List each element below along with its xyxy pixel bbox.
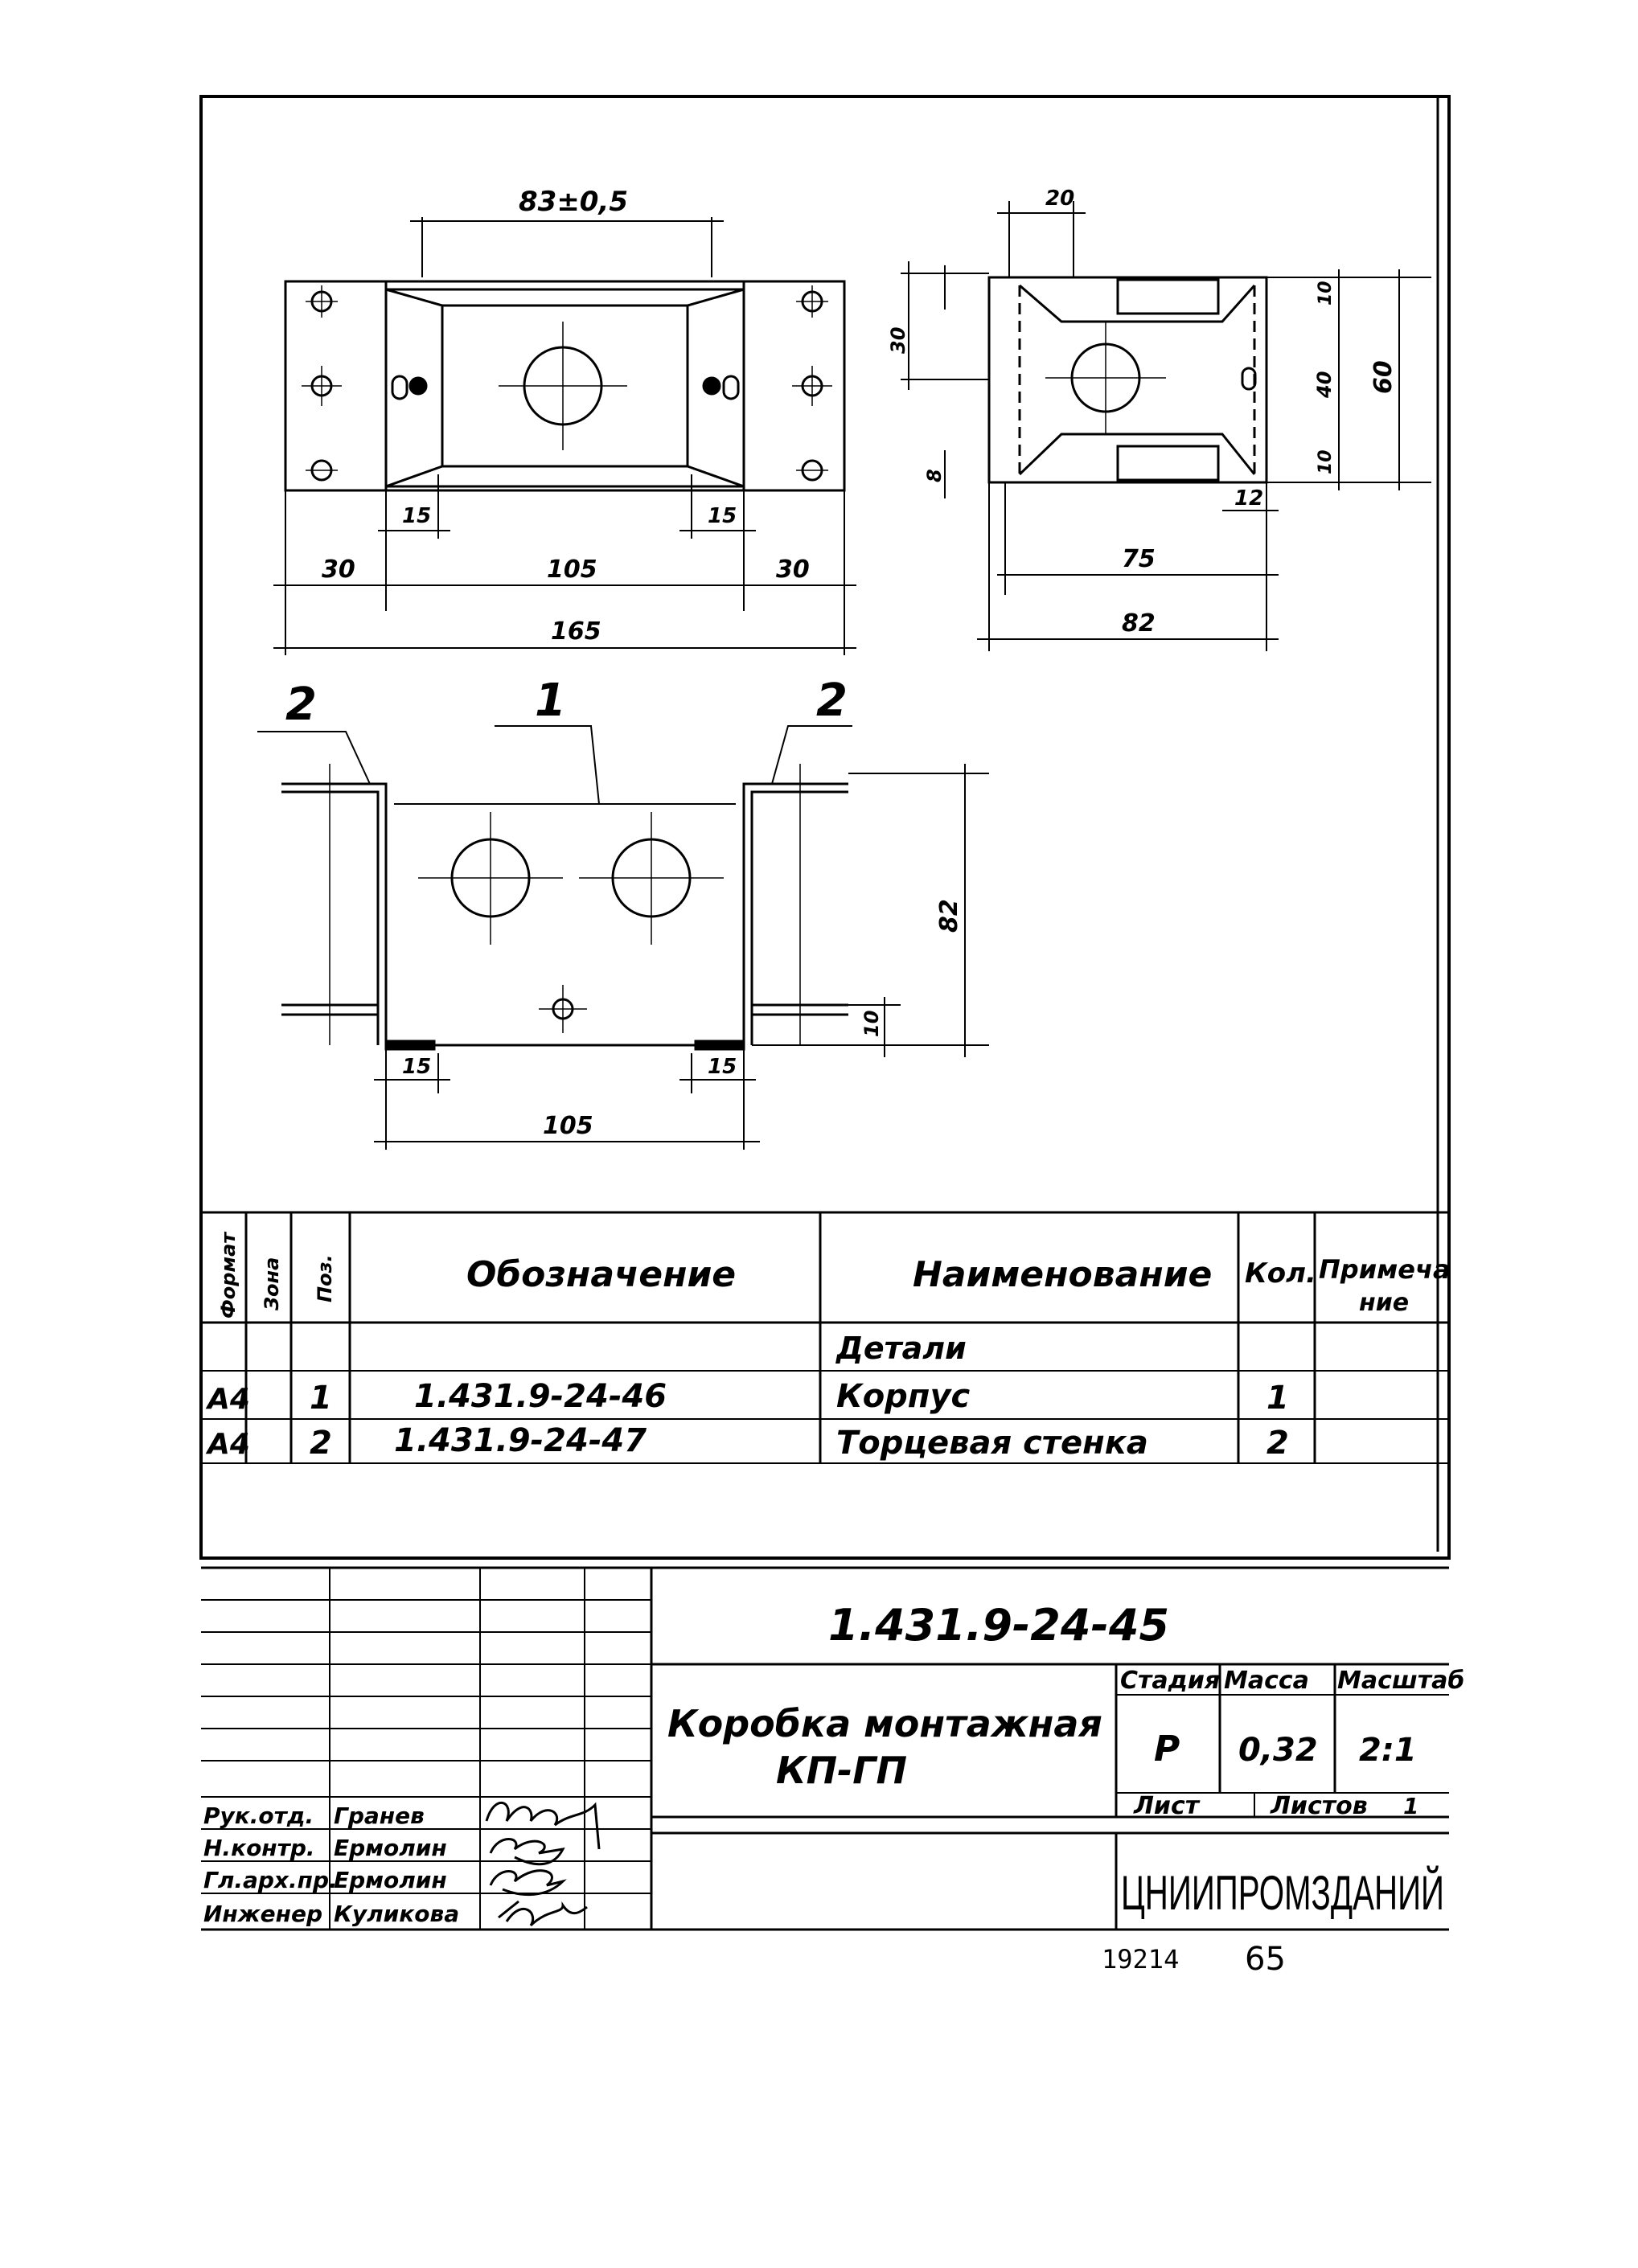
top-view bbox=[273, 217, 856, 655]
table-row: А4 2 1.431.9-24-47 Торцевая стенка 2 bbox=[205, 1422, 1289, 1462]
dim-30-right: 30 bbox=[776, 556, 810, 584]
dim-15-left: 15 bbox=[402, 504, 431, 528]
side-view bbox=[901, 201, 1431, 651]
staff-role: Инженер bbox=[203, 1901, 322, 1927]
row-format: А4 bbox=[205, 1383, 250, 1416]
title-block bbox=[201, 1566, 1449, 1931]
header-format: Формат bbox=[217, 1231, 240, 1319]
dim-30: 30 bbox=[887, 327, 909, 354]
spec-table bbox=[201, 1211, 1449, 1464]
header-zone: Зона bbox=[261, 1257, 283, 1311]
callout-1: 1 bbox=[535, 675, 566, 727]
dim-82: 82 bbox=[1122, 609, 1156, 638]
front-view bbox=[257, 725, 989, 1150]
row-format: А4 bbox=[205, 1428, 250, 1461]
signature-2 bbox=[489, 1838, 565, 1866]
dim-82-front: 82 bbox=[935, 899, 963, 933]
dim-60: 60 bbox=[1369, 360, 1398, 394]
sheets-count: 1 bbox=[1403, 1793, 1418, 1819]
row-designation: 1.431.9-24-46 bbox=[414, 1378, 667, 1415]
spec-table-body: Детали А4 1 1.431.9-24-46 Корпус 1 А4 2 … bbox=[205, 1331, 1289, 1462]
signature-4 bbox=[498, 1900, 588, 1927]
section-label: Детали bbox=[835, 1331, 967, 1366]
table-row: А4 1 1.431.9-24-46 Корпус 1 bbox=[205, 1378, 1289, 1417]
dim-105: 105 bbox=[547, 556, 597, 584]
dim-10-front: 10 bbox=[860, 1011, 883, 1037]
stage-label: Стадия bbox=[1120, 1667, 1220, 1695]
staff-role: Рук.отд. bbox=[203, 1803, 314, 1829]
row-qty: 2 bbox=[1266, 1425, 1289, 1462]
top-view-dims: 83±0,5 15 15 30 105 30 165 bbox=[322, 186, 810, 646]
dim-8: 8 bbox=[923, 469, 946, 482]
dim-15-right: 15 bbox=[708, 504, 737, 528]
sheets-label: Листов bbox=[1270, 1792, 1368, 1820]
header-name: Наименование bbox=[913, 1254, 1212, 1295]
spec-table-headers: Формат Зона Поз. Обозначение Наименовани… bbox=[217, 1231, 1451, 1319]
staff-name: Ермолин bbox=[334, 1867, 447, 1893]
dim-30-left: 30 bbox=[322, 556, 355, 584]
document-number: 1.431.9-24-45 bbox=[828, 1600, 1169, 1651]
dim-10-bottom: 10 bbox=[1316, 449, 1336, 474]
header-pos: Поз. bbox=[314, 1254, 336, 1302]
title-block-text: 1.431.9-24-45 Коробка монтажная КП-ГП Ст… bbox=[203, 1600, 1464, 1927]
archive-number: 19214 bbox=[1102, 1944, 1179, 1975]
row-qty: 1 bbox=[1266, 1380, 1289, 1417]
staff-role: Н.контр. bbox=[203, 1835, 315, 1861]
dim-20: 20 bbox=[1045, 187, 1074, 211]
dim-105-front: 105 bbox=[543, 1112, 593, 1140]
row-name: Торцевая стенка bbox=[836, 1425, 1148, 1462]
footer: 19214 65 bbox=[1102, 1941, 1286, 1978]
row-pos: 1 bbox=[310, 1380, 332, 1417]
staff-name: Ермолин bbox=[334, 1835, 447, 1861]
row-designation: 1.431.9-24-47 bbox=[394, 1422, 647, 1459]
staff-name: Куликова bbox=[334, 1901, 459, 1927]
title-line2: КП-ГП bbox=[776, 1749, 907, 1792]
stage-value: Р bbox=[1154, 1729, 1180, 1770]
signature-3 bbox=[489, 1869, 567, 1897]
front-view-labels: 2 1 2 82 10 15 15 105 bbox=[285, 675, 963, 1140]
sheet-frame bbox=[199, 95, 1451, 1560]
staff-name: Гранев bbox=[334, 1803, 425, 1829]
side-view-dims: 20 30 8 10 40 10 60 12 75 82 bbox=[887, 187, 1398, 638]
header-designation: Обозначение bbox=[466, 1254, 736, 1295]
sheet-label: Лист bbox=[1133, 1792, 1201, 1820]
signature-1 bbox=[485, 1802, 601, 1850]
dim-10-top: 10 bbox=[1316, 281, 1336, 306]
scale-value: 2:1 bbox=[1359, 1732, 1417, 1769]
staff-role: Гл.арх.пр. bbox=[203, 1867, 338, 1893]
dim-83: 83±0,5 bbox=[519, 186, 628, 218]
mass-label: Масса bbox=[1224, 1667, 1309, 1695]
row-pos: 2 bbox=[310, 1425, 332, 1462]
callout-2-right: 2 bbox=[816, 675, 848, 727]
header-note-line2: ние bbox=[1359, 1289, 1409, 1317]
signatures bbox=[485, 1802, 601, 1927]
dim-75: 75 bbox=[1122, 545, 1156, 573]
dim-165: 165 bbox=[551, 617, 601, 646]
mass-value: 0,32 bbox=[1238, 1732, 1318, 1769]
header-qty: Кол. bbox=[1245, 1257, 1316, 1290]
dim-15-front-left: 15 bbox=[402, 1055, 431, 1079]
dim-40: 40 bbox=[1313, 371, 1336, 399]
scale-label: Масштаб bbox=[1337, 1667, 1464, 1695]
dim-15-front-right: 15 bbox=[708, 1055, 737, 1079]
page-number: 65 bbox=[1245, 1941, 1286, 1978]
title-line1: Коробка монтажная bbox=[667, 1702, 1102, 1745]
callout-2-left: 2 bbox=[285, 679, 317, 731]
organization: ЦНИИПРОМЗДАНИЙ bbox=[1121, 1866, 1444, 1920]
dim-12: 12 bbox=[1234, 486, 1263, 511]
header-note-line1: Примеча bbox=[1319, 1254, 1451, 1285]
row-name: Корпус bbox=[836, 1378, 971, 1415]
